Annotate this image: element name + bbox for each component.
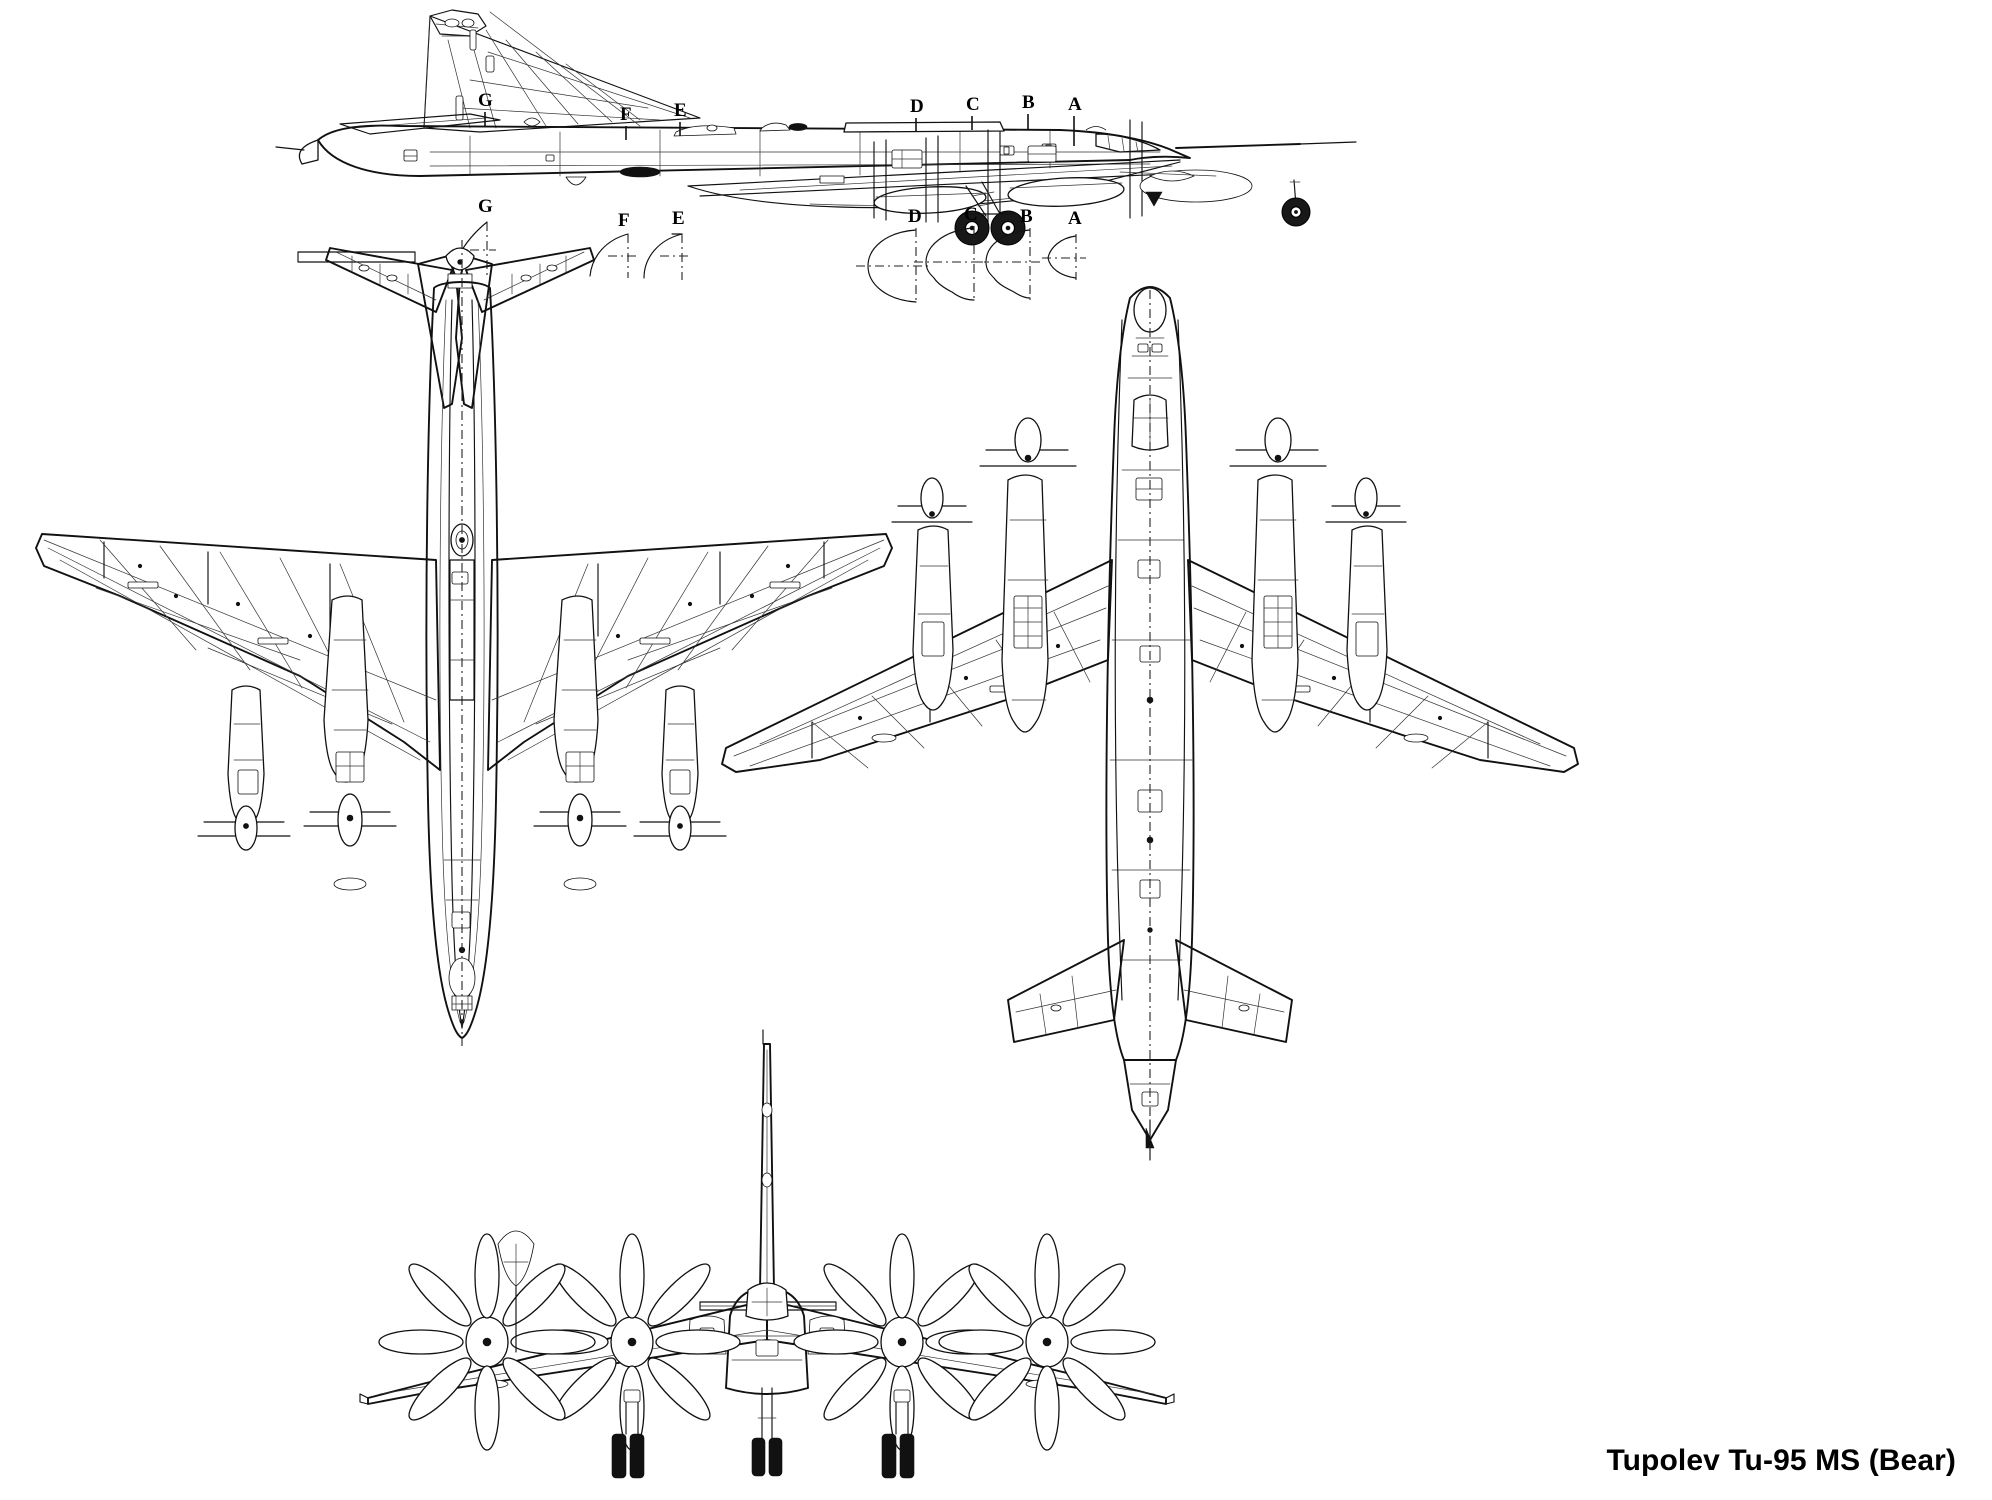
cross-section-A: A [1042,208,1086,280]
cross-section-B: B [974,206,1042,300]
svg-text:A: A [1068,208,1082,229]
front-aux-tail-silhouette [497,1230,535,1353]
cross-section-G: G [451,196,496,278]
svg-text:C: C [964,204,978,225]
section-callout-G: G [478,90,493,126]
section-callout-E: E [674,100,687,136]
nacelle-outer-left [197,685,291,851]
nacelle-outer-right [633,685,727,851]
svg-text:E: E [674,100,687,121]
cross-section-D: D [856,206,928,304]
nacelle-inner-right [533,595,627,891]
propeller-outer-left [378,1233,596,1451]
top-nacelle-outer-right [1325,477,1407,711]
cross-section-F: F [589,210,638,278]
svg-text:D: D [910,96,924,117]
svg-text:C: C [966,94,980,115]
section-callout-C: C [966,94,980,130]
drawing-title: Tupolev Tu-95 MS (Bear) [1606,1444,1956,1477]
section-callout-D: D [910,96,924,132]
front-main-gear-left [611,1389,645,1479]
svg-text:E: E [672,208,685,229]
cross-sections-row: G F E D [451,196,1086,304]
section-callout-B: B [1022,92,1035,130]
svg-text:G: G [478,90,493,111]
top-nacelle-inner-right [1229,417,1327,733]
svg-text:A: A [1068,94,1082,115]
top-plan-group [721,286,1579,1161]
section-callout-F: F [620,104,632,140]
front-elevation-group [359,1029,1175,1479]
svg-text:F: F [620,104,632,125]
svg-text:D: D [908,206,922,227]
svg-text:F: F [618,210,630,231]
svg-text:B: B [1022,92,1035,113]
cross-section-E: E [643,208,692,280]
propeller-outer-right [938,1233,1156,1451]
front-nose-gear [751,1387,783,1477]
svg-text:B: B [1020,206,1033,227]
bottom-plan-group [35,240,893,1046]
section-callout-A: A [1068,94,1082,146]
front-main-gear-right [881,1389,915,1479]
svg-text:G: G [478,196,493,217]
top-nacelle-inner-left [979,417,1077,733]
nacelle-inner-left [303,595,397,891]
top-nacelle-outer-left [891,477,973,711]
